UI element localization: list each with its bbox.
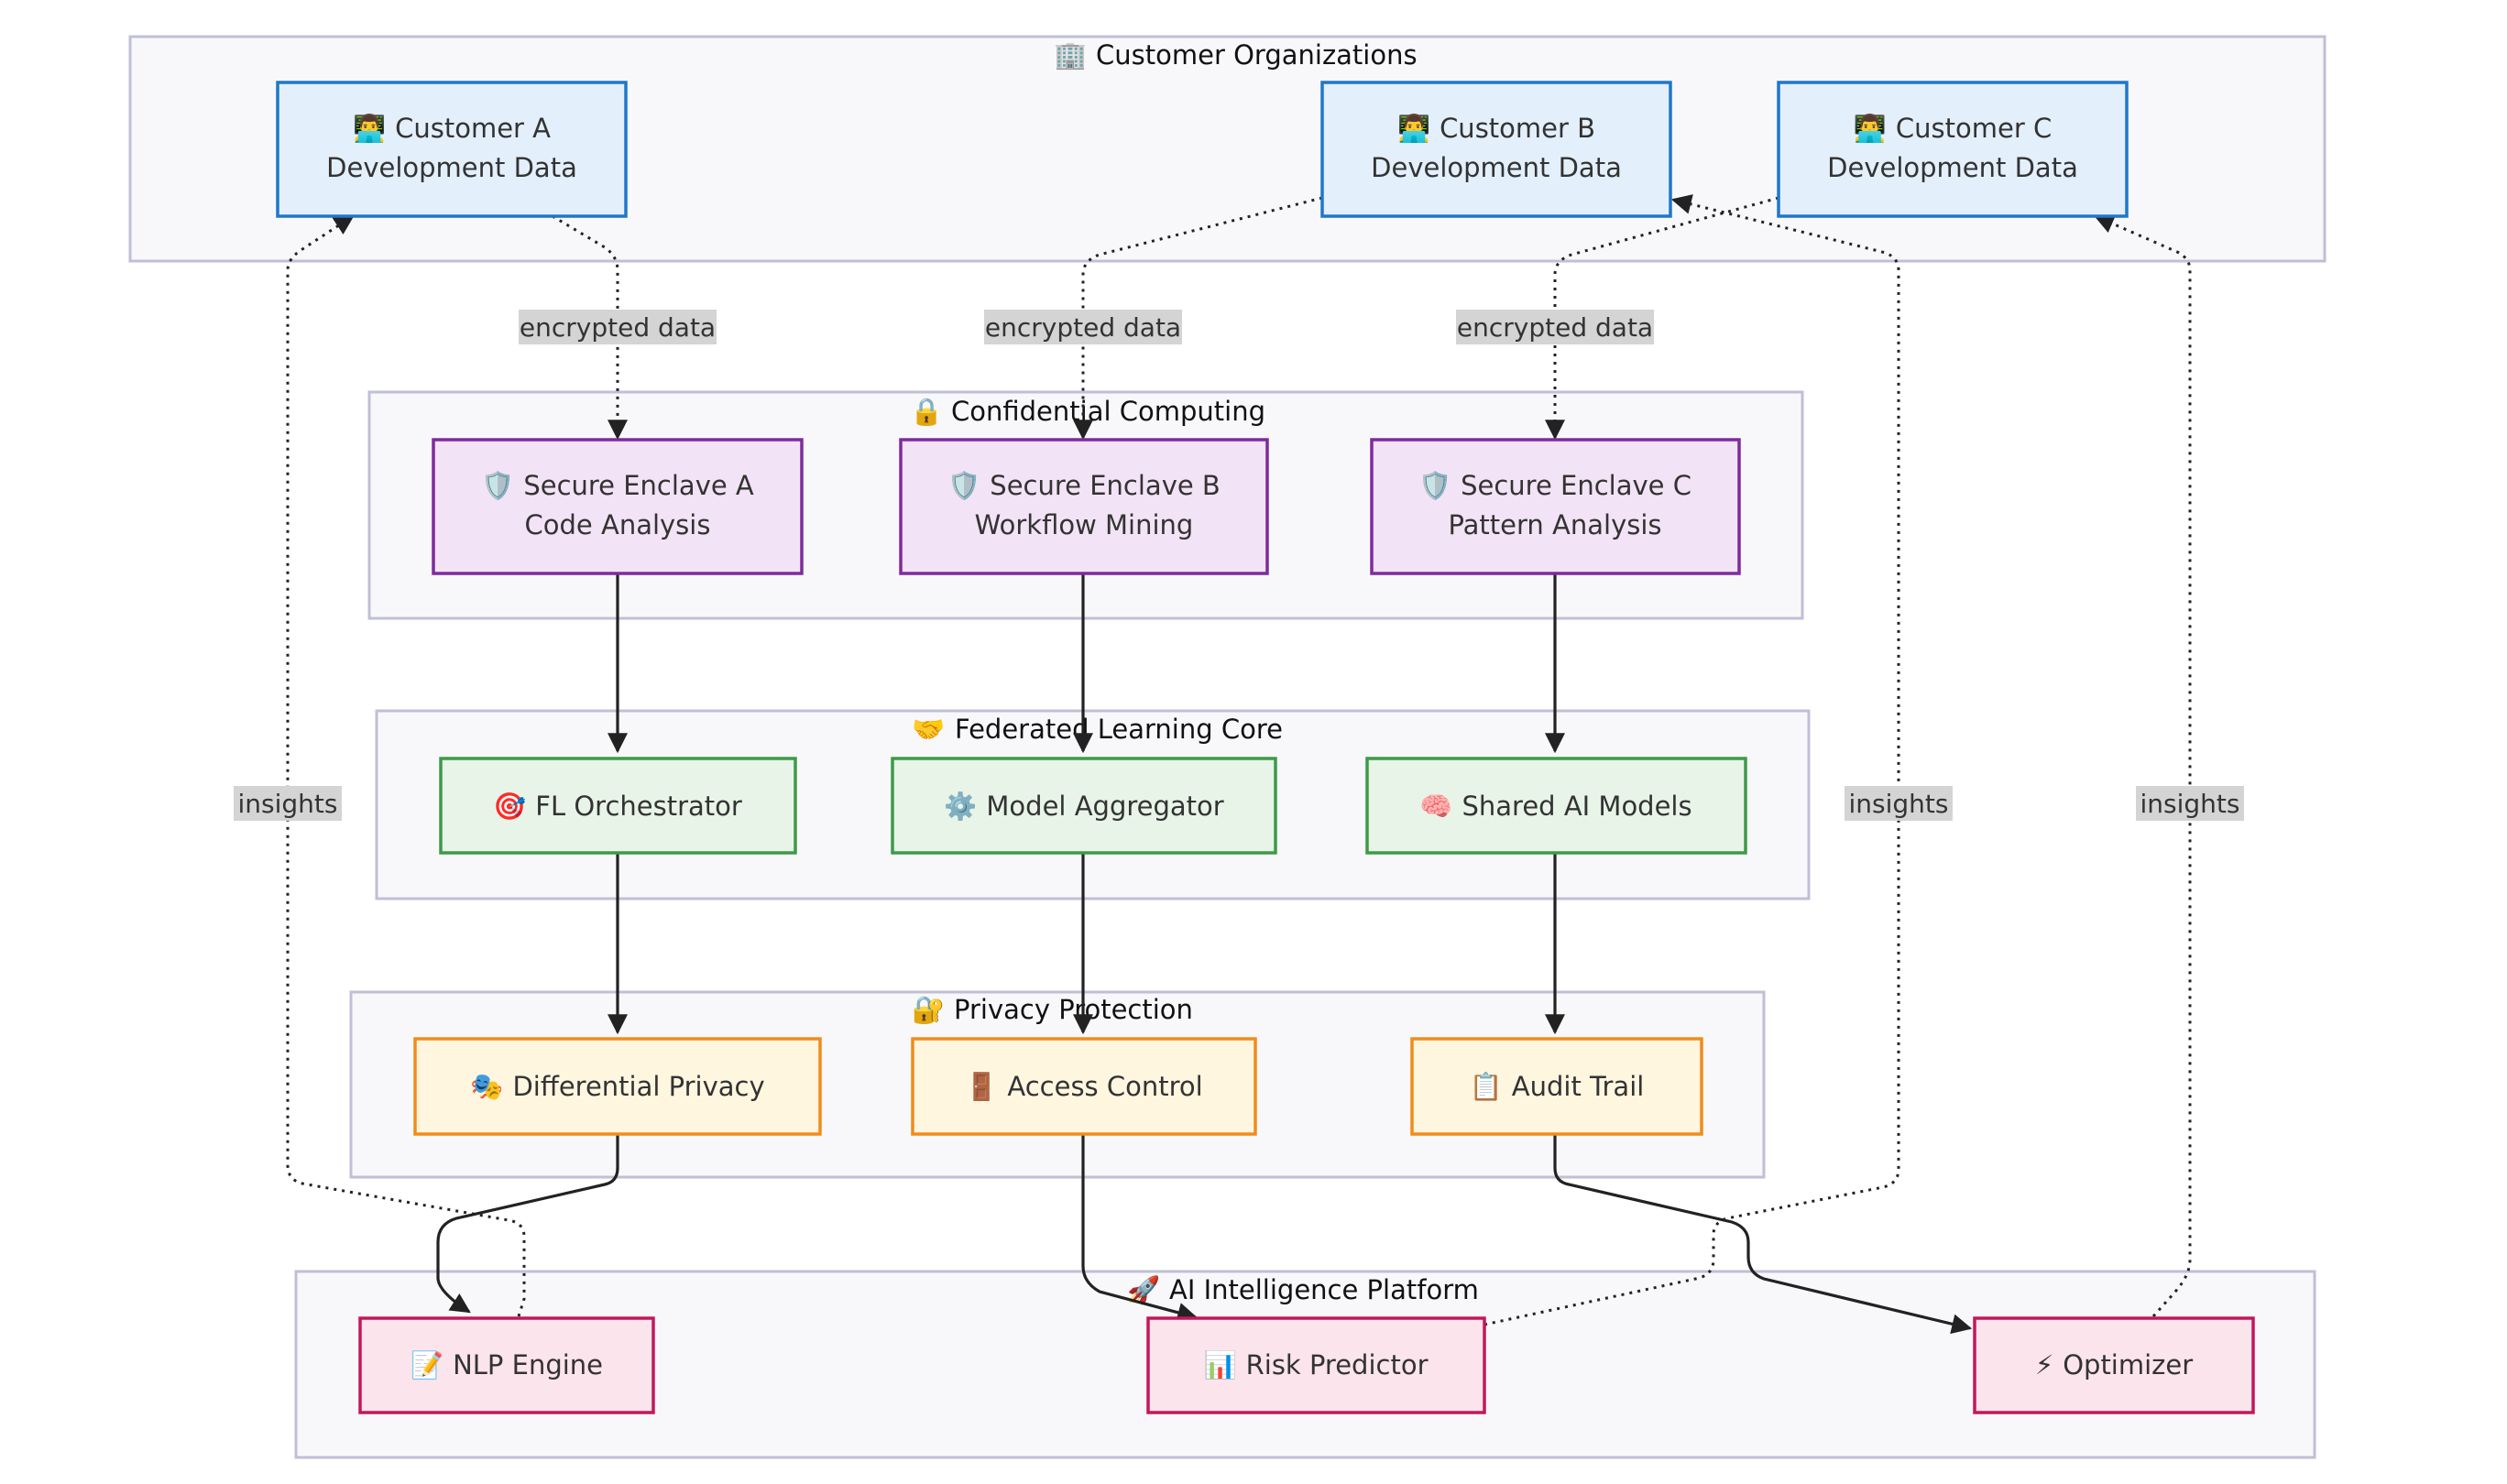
edge-risk-predictor-to-customer-b <box>1483 194 1900 1326</box>
node-secure-enclave-b[interactable]: 🛡️Secure Enclave B Workflow Mining <box>899 438 1269 575</box>
node-label-line1: 🛡️Secure Enclave B <box>947 470 1221 501</box>
cluster-title: Privacy Protection <box>954 994 1193 1025</box>
edge-customer-c-to-enclave-c <box>1545 196 1779 441</box>
label-insights-middle: insights <box>1845 786 1953 821</box>
lock-key-icon: 🔐 <box>912 994 945 1025</box>
node-label-line1: 👨‍💻Customer B <box>1397 113 1595 144</box>
memo-icon: 📝 <box>411 1349 443 1380</box>
encrypted-data-edges <box>552 196 1779 441</box>
developer-icon: 👨‍💻 <box>1854 113 1887 144</box>
node-shared-ai-models[interactable]: 🧠Shared AI Models <box>1365 757 1747 855</box>
node-customer-a[interactable]: 👨‍💻Customer A Development Data <box>276 81 628 218</box>
label-insights-right: insights <box>2136 786 2244 821</box>
cluster-title: Confidential Computing <box>951 396 1265 427</box>
node-optimizer[interactable]: ⚡Optimizer <box>1973 1316 2255 1414</box>
node-label: 🎭Differential Privacy <box>470 1071 764 1102</box>
edge-differential-privacy-to-nlp-engine <box>436 1134 619 1314</box>
node-customer-c[interactable]: 👨‍💻Customer C Development Data <box>1777 81 2129 218</box>
handshake-icon: 🤝 <box>912 714 945 745</box>
node-secure-enclave-c[interactable]: 🛡️Secure Enclave C Pattern Analysis <box>1370 438 1741 575</box>
brain-icon: 🧠 <box>1419 791 1452 822</box>
label-encrypted-c: encrypted data <box>1456 310 1654 344</box>
node-model-aggregator[interactable]: ⚙️Model Aggregator <box>891 757 1277 855</box>
edge-audit-trail-to-optimizer <box>1553 1134 1973 1335</box>
node-label-line2: Pattern Analysis <box>1448 509 1661 540</box>
insights-edges <box>286 194 2192 1326</box>
edge-optimizer-to-customer-c <box>2093 213 2192 1317</box>
edge-customer-b-to-enclave-b <box>1073 196 1323 441</box>
node-access-control[interactable]: 🚪Access Control <box>911 1037 1257 1136</box>
lock-icon: 🔒 <box>910 396 943 427</box>
cluster-title: Customer Organizations <box>1096 39 1418 71</box>
node-differential-privacy[interactable]: 🎭Differential Privacy <box>413 1037 822 1136</box>
node-label: 📝NLP Engine <box>411 1349 603 1380</box>
bar-chart-icon: 📊 <box>1204 1349 1237 1380</box>
developer-icon: 👨‍💻 <box>1397 113 1430 144</box>
node-label: 📋Audit Trail <box>1470 1071 1645 1102</box>
node-nlp-engine[interactable]: 📝NLP Engine <box>358 1316 655 1414</box>
masks-icon: 🎭 <box>470 1071 503 1102</box>
edge-label: encrypted data <box>1457 312 1653 343</box>
edge-label: encrypted data <box>520 312 716 343</box>
node-label-line1: 👨‍💻Customer C <box>1854 113 2052 144</box>
shield-icon: 🛡️ <box>1418 470 1451 501</box>
node-label-line1: 🛡️Secure Enclave C <box>1418 470 1691 501</box>
node-label: 🎯FL Orchestrator <box>493 791 742 822</box>
node-fl-orchestrator[interactable]: 🎯FL Orchestrator <box>439 757 797 855</box>
gear-icon: ⚙️ <box>944 791 977 822</box>
node-label-line2: Development Data <box>1371 152 1622 183</box>
building-icon: 🏢 <box>1054 39 1087 71</box>
edge-labels: encrypted data encrypted data encrypted … <box>234 310 2244 821</box>
target-icon: 🎯 <box>493 791 526 822</box>
edge-label: insights <box>2140 789 2240 819</box>
node-label-line2: Code Analysis <box>525 509 711 540</box>
cluster-title: Federated Learning Core <box>955 714 1283 745</box>
node-label-line1: 🛡️Secure Enclave A <box>481 470 754 501</box>
developer-icon: 👨‍💻 <box>353 113 386 144</box>
node-audit-trail[interactable]: 📋Audit Trail <box>1410 1037 1703 1136</box>
pipeline-edges <box>436 573 1973 1335</box>
node-label-line2: Development Data <box>1827 152 2078 183</box>
lightning-icon: ⚡ <box>2035 1349 2053 1380</box>
label-insights-left: insights <box>234 786 342 821</box>
node-secure-enclave-a[interactable]: 🛡️Secure Enclave A Code Analysis <box>432 438 804 575</box>
cluster-title: AI Intelligence Platform <box>1169 1274 1479 1305</box>
door-icon: 🚪 <box>965 1071 998 1102</box>
node-label: ⚡Optimizer <box>2035 1349 2193 1380</box>
node-label-line2: Development Data <box>326 152 577 183</box>
shield-icon: 🛡️ <box>947 470 980 501</box>
edge-label: encrypted data <box>985 312 1181 343</box>
node-label: 🧠Shared AI Models <box>1419 791 1691 822</box>
node-label: ⚙️Model Aggregator <box>944 791 1223 822</box>
node-risk-predictor[interactable]: 📊Risk Predictor <box>1146 1316 1486 1414</box>
edge-access-control-to-risk-predictor <box>1081 1134 1199 1323</box>
edge-label: insights <box>1849 789 1949 819</box>
node-label-line1: 👨‍💻Customer A <box>353 113 551 144</box>
label-encrypted-b: encrypted data <box>984 310 1182 344</box>
edge-label: insights <box>238 789 338 819</box>
edge-customer-a-to-enclave-a <box>552 214 628 441</box>
shield-icon: 🛡️ <box>481 470 514 501</box>
clipboard-icon: 📋 <box>1470 1071 1503 1102</box>
node-label-line2: Workflow Mining <box>975 509 1194 540</box>
node-label: 🚪Access Control <box>965 1071 1202 1102</box>
node-customer-b[interactable]: 👨‍💻Customer B Development Data <box>1320 81 1672 218</box>
label-encrypted-a: encrypted data <box>519 310 717 344</box>
node-label: 📊Risk Predictor <box>1204 1349 1429 1380</box>
